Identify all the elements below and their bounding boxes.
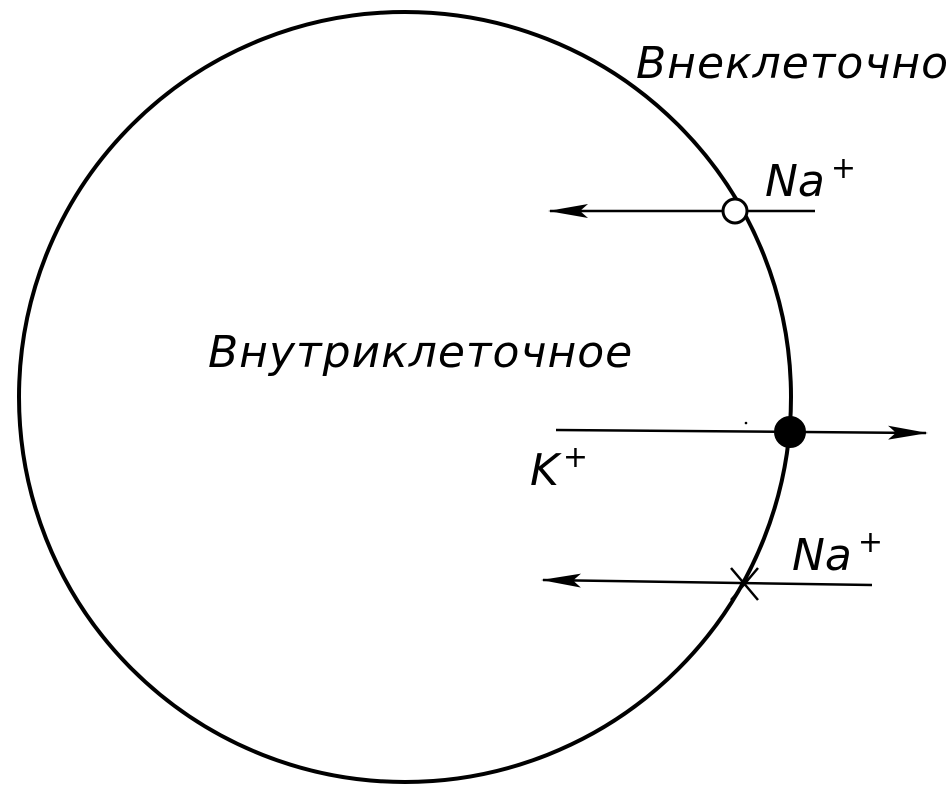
na-bottom-label: Na+ (792, 525, 883, 581)
k-label: K+ (530, 440, 588, 496)
k-flux-arrow (555, 425, 928, 440)
na-bottom-charge: + (858, 525, 883, 560)
blocked-channel-icon (730, 567, 759, 601)
open-channel-icon (721, 197, 749, 225)
cell-membrane (17, 10, 793, 784)
stray-dot (744, 421, 748, 425)
na-bottom-flux-arrow (541, 573, 873, 588)
na-top-label: Na+ (765, 151, 856, 207)
intracellular-label: Внутриклеточное (208, 327, 633, 378)
na-top-symbol: Na (765, 156, 825, 207)
k-symbol: K (530, 445, 562, 496)
k-charge: + (563, 440, 588, 475)
na-bottom-symbol: Na (792, 530, 852, 581)
extracellular-label: Внеклеточное (636, 38, 947, 89)
na-top-charge: + (831, 151, 856, 186)
closed-channel-icon (774, 416, 806, 448)
